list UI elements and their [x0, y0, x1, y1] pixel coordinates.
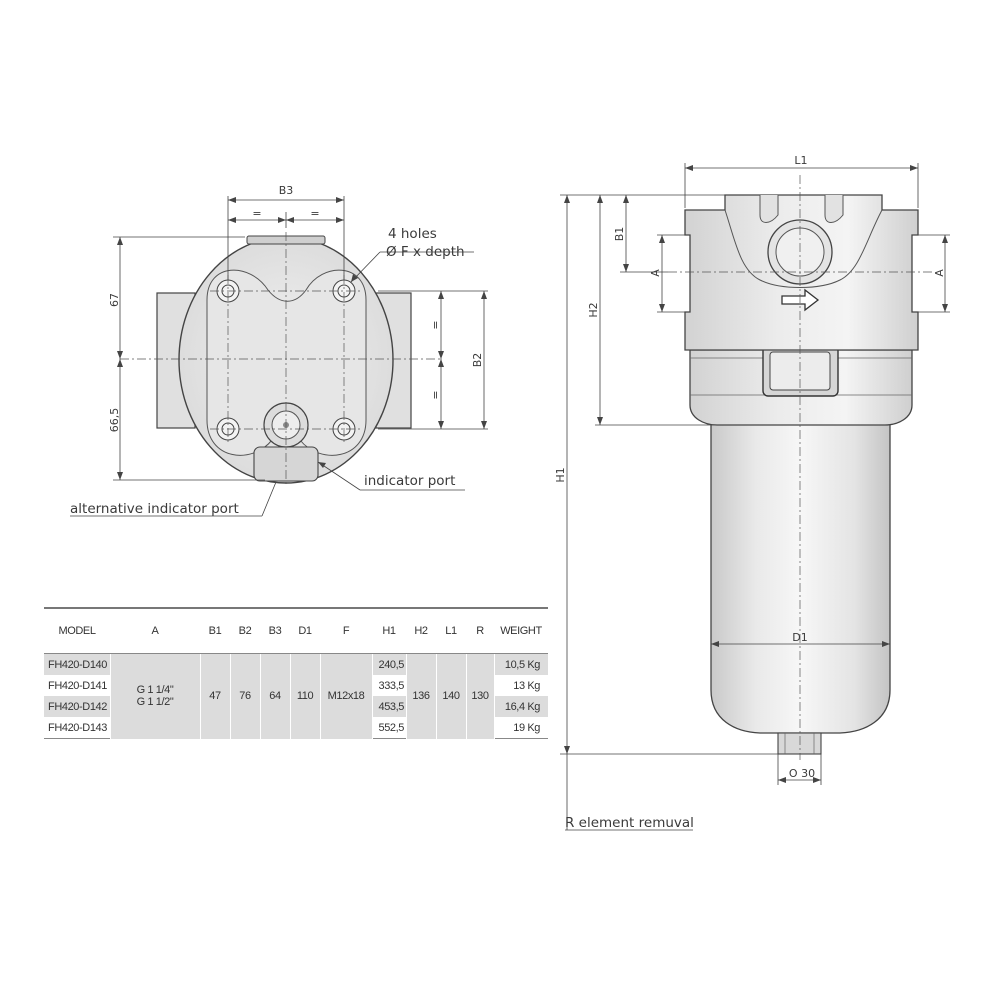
f-cell: M12x18: [319, 653, 373, 739]
alt-indicator-port-label: alternative indicator port: [70, 501, 239, 517]
h1-cell: 453,5: [372, 696, 406, 717]
top-view: B3 = = 67 66,5 = = B2 4 holes Ø F x dept…: [70, 184, 488, 517]
table-row: FH420-D141 333,5 13 Kg: [44, 675, 548, 696]
eq-label: =: [252, 207, 261, 220]
col-header: H2: [406, 607, 436, 654]
col-header: H1: [372, 607, 406, 654]
col-header: F: [320, 607, 372, 654]
table-row: FH420-D143 552,5 19 Kg: [44, 717, 548, 739]
col-header: B2: [230, 607, 260, 654]
col-header: MODEL: [44, 607, 110, 654]
a-cell: G 1 1/4" G 1 1/2": [109, 653, 201, 739]
table-row: FH420-D140 G 1 1/4" G 1 1/2" 47 76 64 11…: [44, 653, 548, 739]
col-header: R: [466, 607, 494, 654]
b3-label: B3: [279, 184, 294, 197]
model-cell: FH420-D143: [44, 717, 110, 739]
l1-label: L1: [794, 154, 807, 167]
a-value: G 1 1/2": [136, 696, 174, 709]
drain-plug: [777, 732, 822, 755]
eq-label: =: [429, 390, 442, 399]
filter-bowl: [710, 419, 891, 734]
b1-label: B1: [613, 227, 626, 242]
holes-label: 4 holes: [388, 226, 437, 242]
dim-66-5-label: 66,5: [108, 408, 121, 433]
h1-cell: 333,5: [378, 679, 405, 692]
a-right-label: A: [933, 269, 946, 277]
r-cell: 130: [465, 653, 495, 739]
indicator-port-label: indicator port: [364, 473, 455, 489]
weight-cell: 13 Kg: [513, 679, 540, 692]
col-header: D1: [290, 607, 320, 654]
holes-spec-label: Ø F x depth: [386, 244, 465, 260]
model-cell: FH420-D142: [44, 696, 110, 717]
h2-cell: 136: [405, 653, 437, 739]
h2-label: H2: [587, 302, 600, 317]
model-cell: FH420-D140: [44, 653, 110, 675]
weight-cell: 19 Kg: [494, 717, 548, 739]
h1-label: H1: [554, 467, 567, 482]
eq-label: =: [310, 207, 319, 220]
table-header-row: MODEL A B1 B2 B3 D1 F H1 H2 L1 R WEIGHT: [44, 607, 548, 654]
o30-label: O 30: [789, 767, 815, 780]
l1-cell: 140: [435, 653, 467, 739]
weight-cell: 16,4 Kg: [494, 696, 548, 717]
dimensions-table: MODEL A B1 B2 B3 D1 F H1 H2 L1 R WEIGHT …: [44, 607, 548, 739]
a-left-label: A: [649, 269, 662, 277]
r-element-removal-label: R element remuval: [565, 815, 694, 831]
col-header: B3: [260, 607, 290, 654]
d1-cell: 110: [289, 653, 321, 739]
col-header: B1: [200, 607, 230, 654]
b2-cell: 76: [229, 653, 261, 739]
col-header: L1: [436, 607, 466, 654]
a-value: G 1 1/4": [136, 684, 174, 697]
table-row: FH420-D142 453,5 16,4 Kg: [44, 696, 548, 717]
b3-cell: 64: [259, 653, 291, 739]
d1-label: D1: [792, 631, 807, 644]
b1-cell: 47: [199, 653, 231, 739]
dim-67-label: 67: [108, 293, 121, 307]
eq-label: =: [429, 320, 442, 329]
inner-lobe: [206, 269, 367, 456]
col-header: WEIGHT: [494, 607, 548, 654]
h1-cell: 552,5: [372, 717, 406, 739]
h1-cell: 240,5: [372, 653, 406, 675]
b2-label: B2: [471, 353, 484, 368]
weight-cell: 10,5 Kg: [494, 653, 548, 675]
model-cell: FH420-D141: [48, 679, 107, 692]
col-header: A: [110, 607, 200, 654]
side-view: L1 B1 A A H2 H1 D1 O 30 R element remuva…: [554, 154, 950, 831]
